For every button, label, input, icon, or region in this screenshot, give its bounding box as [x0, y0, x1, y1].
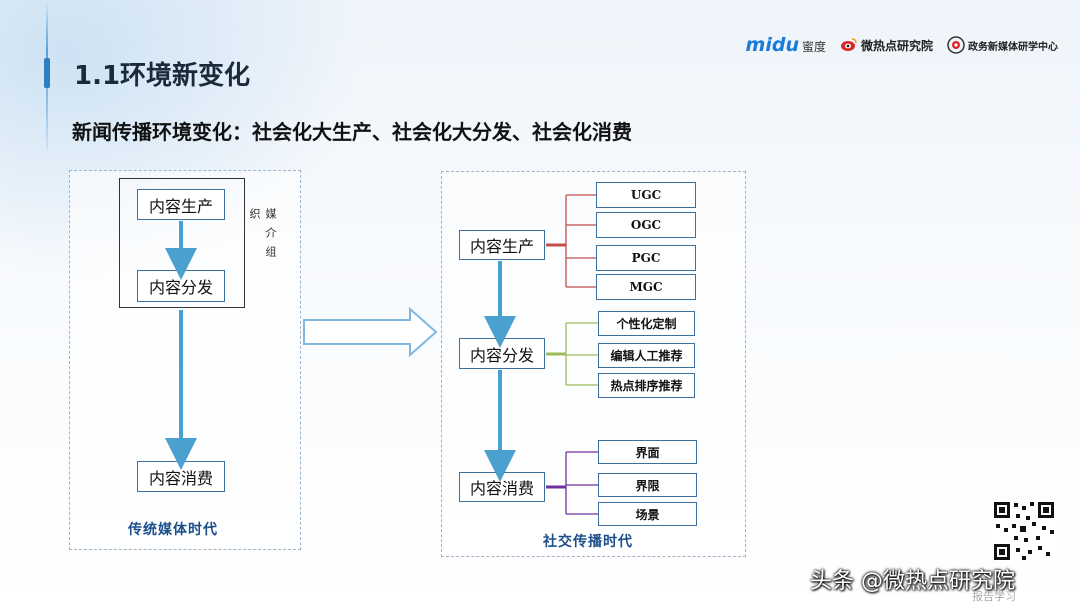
right-production-box: 内容生产: [459, 230, 545, 260]
production-item-ugc: UGC: [596, 182, 696, 208]
right-era-label: 社交传播时代: [543, 534, 633, 550]
distribution-item-personalized: 个性化定制: [598, 311, 695, 336]
right-consumption-box: 内容消费: [459, 472, 545, 502]
media-org-frame: [119, 178, 245, 308]
toutiao-watermark: 头条 @微热点研究院: [810, 569, 1015, 594]
qr-code-icon: [992, 500, 1056, 562]
slide-title: 1.1环境新变化: [74, 61, 251, 91]
consumption-item-interface: 界面: [598, 440, 697, 464]
distribution-item-hotrank: 热点排序推荐: [598, 373, 695, 398]
right-distribution-box: 内容分发: [459, 338, 545, 369]
consumption-item-scene: 场景: [598, 502, 697, 526]
midu-wordmark: midu: [745, 34, 799, 56]
accent-marker: [44, 58, 50, 88]
distribution-item-editor: 编辑人工推荐: [598, 343, 695, 368]
slide-subtitle: 新闻传播环境变化：社会化大生产、社会化大分发、社会化消费: [72, 120, 632, 144]
watermark-sub: 报告学习: [972, 590, 1016, 603]
gov-center-icon: [947, 36, 965, 54]
left-production-box: 内容生产: [137, 189, 225, 220]
left-consumption-box: 内容消费: [137, 461, 225, 492]
midu-logo: midu 蜜度: [746, 34, 826, 56]
media-org-label: 媒介组织: [248, 208, 277, 265]
midu-cn-name: 蜜度: [801, 40, 826, 54]
production-item-ogc: OGC: [596, 212, 696, 238]
weiredian-logo: 微热点研究院: [840, 37, 933, 54]
left-era-label: 传统媒体时代: [128, 522, 218, 538]
logo-bar: midu 蜜度 微热点研究院 政务新媒体研学中心: [746, 32, 1058, 58]
gov-center-logo: 政务新媒体研学中心: [947, 36, 1058, 54]
weiredian-name: 微热点研究院: [860, 38, 933, 53]
consumption-item-boundary: 界限: [598, 473, 697, 497]
transition-arrow-icon: [303, 306, 438, 358]
gov-center-name: 政务新媒体研学中心: [968, 41, 1058, 53]
left-distribution-box: 内容分发: [137, 270, 225, 302]
production-item-pgc: PGC: [596, 245, 696, 271]
production-item-mgc: MGC: [596, 274, 696, 300]
qr-code: [992, 500, 1056, 562]
weibo-eye-icon: [840, 38, 857, 51]
